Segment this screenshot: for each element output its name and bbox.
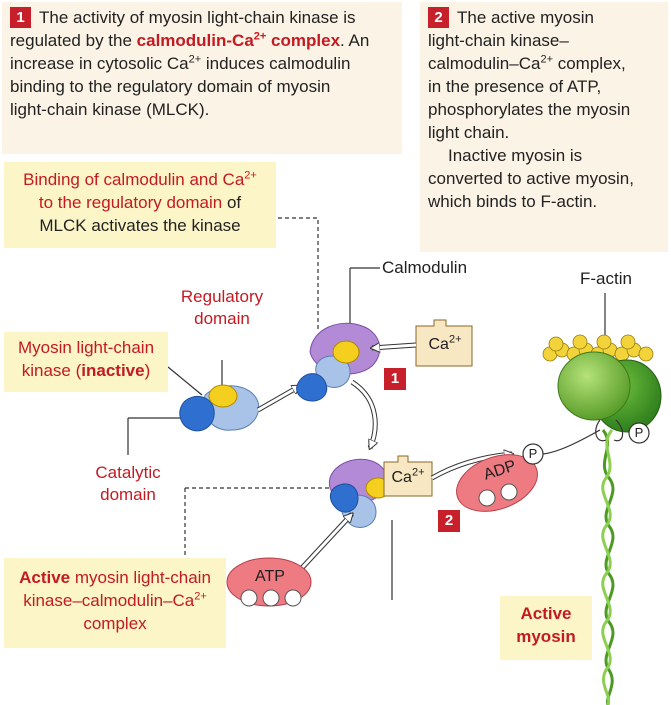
ca-box-1-shape xyxy=(415,319,473,367)
regulatory-domain-label: Regulatory domain xyxy=(180,287,264,328)
step-1-badge: 1 xyxy=(10,7,31,28)
step-2-badge: 2 xyxy=(428,7,449,28)
inactive-kinase-shape xyxy=(179,384,260,432)
adp-shape xyxy=(456,454,538,512)
atp-shape xyxy=(226,557,312,607)
catalytic-domain-label: Catalytic domain xyxy=(95,463,161,504)
ca-box-2-label: Ca2+ xyxy=(391,466,425,486)
myosin-heads-shape xyxy=(557,351,662,433)
calmodulin-kinase-shape xyxy=(296,322,381,402)
active-myosin-callout: Active myosin xyxy=(500,596,592,660)
diagram-step-2-badge: 2 xyxy=(438,510,460,532)
active-complex-callout: Active myosin light-chain kinase–calmodu… xyxy=(4,558,226,648)
phosphate-2-shape xyxy=(628,422,650,444)
phosphate-1-label: P xyxy=(528,446,538,461)
binding-callout: Binding of calmodulin and Ca2+ to the re… xyxy=(4,162,276,248)
phosphate-2-label: P xyxy=(634,425,644,440)
calmodulin-label: Calmodulin xyxy=(382,258,468,277)
inactive-kinase-callout: Myosin light-chain kinase (inactive) xyxy=(4,332,168,392)
myosin-tail-shape xyxy=(601,429,615,705)
diagram-step-1-badge: 1 xyxy=(384,368,406,390)
ca-box-1-label: Ca2+ xyxy=(428,333,462,353)
atp-label: ATP xyxy=(255,568,285,585)
f-actin-label: F-actin xyxy=(580,269,632,288)
